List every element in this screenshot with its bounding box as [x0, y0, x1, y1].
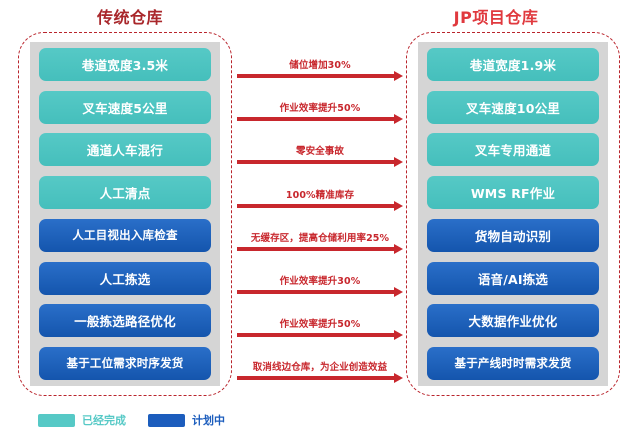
arrow-line-6	[237, 290, 395, 294]
pill-right-6[interactable]: 语音/AI拣选	[427, 261, 599, 295]
arrow-head-8	[394, 373, 403, 384]
pill-left-4[interactable]: 人工清点	[39, 176, 211, 210]
arrow-head-2	[394, 114, 403, 125]
arrow-line-8	[237, 376, 395, 381]
arrow-row-3: 零安全事故	[237, 132, 403, 168]
arrow-head-4	[394, 200, 403, 211]
arrow-label-1: 储位增加30%	[289, 60, 351, 71]
pill-right-8[interactable]: 基于产线时时需求发货	[427, 346, 599, 380]
pill-left-3[interactable]: 通道人车混行	[39, 133, 211, 167]
arrow-head-7	[394, 330, 403, 341]
legend-label-planned: 计划中	[192, 414, 225, 427]
arrow-line-2	[237, 117, 395, 122]
arrow-label-4: 100%精准库存	[285, 189, 355, 201]
arrow-label-6: 作业效率提升30%	[279, 276, 361, 287]
pill-left-7[interactable]: 一般拣选路径优化	[39, 304, 211, 338]
arrow-label-5: 无缓存区，提高仓储利用率25%	[250, 232, 390, 244]
pill-right-3[interactable]: 叉车专用通道	[427, 133, 599, 167]
pill-right-5[interactable]: 货物自动识别	[427, 218, 599, 252]
arrow-row-5: 无缓存区，提高仓储利用率25%	[237, 219, 403, 254]
legend-label-done: 已经完成	[82, 414, 126, 427]
arrow-label-7: 作业效率提升50%	[279, 319, 361, 331]
pill-left-6[interactable]: 人工拣选	[39, 261, 211, 295]
arrow-head-3	[394, 157, 403, 168]
legend-item-done: 已经完成	[38, 412, 126, 428]
legend: 已经完成 计划中	[38, 412, 225, 428]
arrow-row-6: 作业效率提升30%	[237, 262, 403, 297]
arrow-head-5	[394, 243, 403, 254]
arrow-row-8: 取消线边仓库，为企业创造效益	[237, 348, 403, 384]
pill-left-8[interactable]: 基于工位需求时序发货	[39, 346, 211, 380]
right-column-title: JP项目仓库	[453, 8, 539, 27]
pill-right-7[interactable]: 大数据作业优化	[427, 304, 599, 338]
left-panel: 巷道宽度3.5米叉车速度5公里通道人车混行人工清点人工目视出入库检查人工拣选一般…	[30, 42, 220, 386]
legend-item-planned: 计划中	[148, 412, 225, 428]
pill-right-2[interactable]: 叉车速度10公里	[427, 90, 599, 124]
arrow-head-1	[394, 71, 403, 81]
arrow-head-6	[394, 287, 403, 297]
arrow-line-5	[237, 246, 395, 251]
pill-left-5[interactable]: 人工目视出入库检查	[39, 218, 211, 252]
pill-left-1[interactable]: 巷道宽度3.5米	[39, 48, 211, 81]
arrow-line-7	[237, 333, 395, 338]
arrow-line-1	[237, 74, 395, 78]
pill-left-2[interactable]: 叉车速度5公里	[39, 90, 211, 124]
pill-right-1[interactable]: 巷道宽度1.9米	[427, 48, 599, 81]
arrow-row-2: 作业效率提升50%	[237, 89, 403, 125]
arrow-row-1: 储位增加30%	[237, 46, 403, 81]
left-item-list: 巷道宽度3.5米叉车速度5公里通道人车混行人工清点人工目视出入库检查人工拣选一般…	[30, 42, 220, 386]
arrow-label-8: 取消线边仓库，为企业创造效益	[252, 362, 388, 374]
right-panel: 巷道宽度1.9米叉车速度10公里叉车专用通道 WMS RF作业货物自动识别语音/A…	[418, 42, 608, 386]
pill-right-4[interactable]: WMS RF作业	[427, 176, 599, 210]
arrow-row-4: 100%精准库存	[237, 176, 403, 211]
arrow-line-4	[237, 203, 395, 208]
right-item-list: 巷道宽度1.9米叉车速度10公里叉车专用通道 WMS RF作业货物自动识别语音/A…	[418, 42, 608, 386]
arrow-label-3: 零安全事故	[295, 146, 344, 158]
left-warehouse-container	[18, 32, 232, 396]
left-column-title: 传统仓库	[96, 8, 163, 27]
arrow-line-3	[237, 160, 395, 165]
legend-swatch-planned	[148, 413, 185, 427]
right-warehouse-container	[406, 32, 620, 396]
arrow-label-2: 作业效率提升50%	[279, 103, 361, 115]
legend-swatch-done	[38, 413, 75, 427]
arrow-row-7: 作业效率提升50%	[237, 305, 403, 341]
